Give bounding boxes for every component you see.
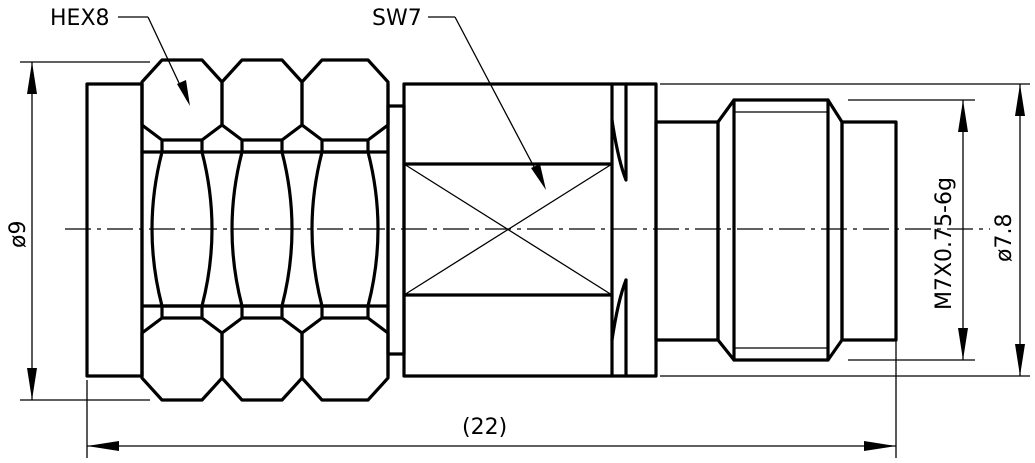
dim-length [87,441,896,451]
thread-section [654,98,898,362]
dim-right-diameter [1015,84,1025,376]
left-flange [85,82,144,378]
wrench-body [402,82,658,378]
dim-thread-diameter [958,100,968,360]
hex-nut [140,58,390,402]
thread-label: M7X0.75-6g [932,177,957,310]
leader-wrench [428,16,546,190]
left-diameter-label: ø9 [6,221,31,248]
collar [386,104,406,356]
hex-label: HEX8 [50,6,110,31]
length-label: (22) [462,415,507,440]
dim-left-diameter [27,62,37,400]
right-diameter-label: ø7.8 [992,214,1017,262]
leader-hex [118,16,190,106]
wrench-label: SW7 [372,6,422,31]
